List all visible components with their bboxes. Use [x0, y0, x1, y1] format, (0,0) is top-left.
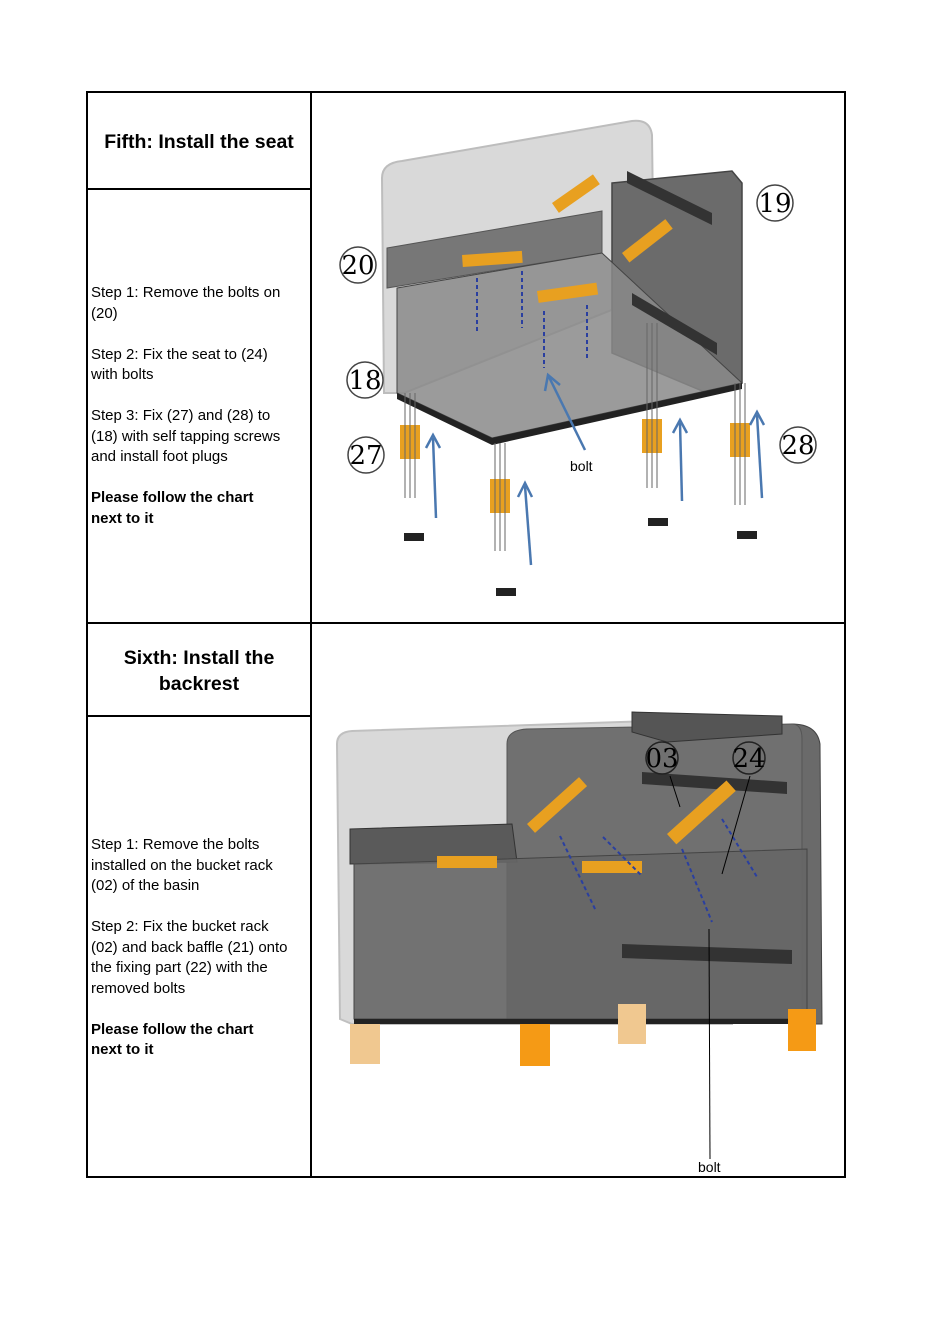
instruction-sheet: Fifth: Install the seat Step 1: Remove t… [86, 91, 846, 1178]
section-6-step-2: Step 2: Fix the bucket rack (02) and bac… [91, 918, 288, 997]
foot-plug-3 [648, 518, 668, 526]
rail-upper [642, 772, 787, 794]
backrest-bracket-2 [582, 861, 642, 873]
title-divider-6 [88, 715, 310, 717]
section-6-title: Sixth: Install the backrest [123, 647, 275, 695]
callout-circle-03 [645, 741, 679, 775]
section-5-step-3: Step 3: Fix (27) and (28) to (18) with s… [91, 407, 281, 465]
foot-plug-1 [404, 533, 424, 541]
callout-circle-24 [732, 741, 766, 775]
section-5-steps: Step 1: Remove the bolts on (20) Step 2:… [91, 283, 311, 550]
top-piece-03 [631, 711, 783, 743]
support-bar-1 [627, 171, 712, 225]
foot-plug-2 [496, 588, 516, 596]
callout-24: 24 [732, 744, 765, 774]
support-bar-2 [632, 293, 717, 355]
callout-circle-20 [339, 246, 377, 284]
foot-plug-4 [737, 531, 757, 539]
callout-19: 19 [758, 189, 791, 219]
section-6-steps: Step 1: Remove the bolts installed on th… [91, 835, 311, 1081]
callout-18: 18 [348, 366, 381, 396]
callout-circle-18 [346, 361, 384, 399]
section-5-title: Fifth: Install the seat [104, 131, 294, 153]
seat-bracket-3 [552, 174, 600, 213]
callout-circle-27 [347, 436, 385, 474]
bolt-label-6: bolt [698, 1159, 721, 1175]
leg-ghost-center [618, 1004, 646, 1044]
callout-28: 28 [781, 431, 814, 461]
bolt-label-5: bolt [570, 458, 593, 474]
base-edge [354, 1019, 807, 1024]
section-5-step-2: Step 2: Fix the seat to (24) with bolts [91, 345, 268, 384]
callout-20: 20 [341, 251, 374, 281]
seat-base [353, 848, 808, 1020]
seat-bracket-1 [462, 250, 523, 267]
section-5-note: Please follow the chart next to it [91, 489, 254, 527]
backrest-bracket-1 [437, 856, 497, 868]
backrest-install-diagram: 03 24 bolt [335, 711, 823, 1175]
callout-circle-19 [756, 184, 794, 222]
rail-lower [622, 944, 792, 964]
section-divider [88, 622, 844, 624]
seat-install-diagram: 20 19 18 27 28 bolt [339, 119, 817, 596]
callout-circle-28 [779, 426, 817, 464]
leg-ghost-left [350, 1024, 380, 1064]
section-6-note: Please follow the chart next to it [91, 1020, 254, 1059]
seat-bracket-4 [622, 219, 673, 263]
callout-27: 27 [349, 441, 382, 471]
title-divider-5 [88, 188, 310, 190]
section-6-step-1: Step 1: Remove the bolts installed on th… [91, 836, 273, 894]
leg-front-right [788, 1009, 816, 1051]
seat-bracket-2 [537, 282, 599, 303]
section-5-step-1: Step 1: Remove the bolts on (20) [91, 284, 281, 322]
leg-front-left [520, 1024, 550, 1066]
callout-03: 03 [645, 744, 678, 774]
backrest-bracket-3 [526, 777, 588, 833]
column-divider [310, 93, 312, 1176]
backrest-bracket-24 [667, 780, 736, 845]
